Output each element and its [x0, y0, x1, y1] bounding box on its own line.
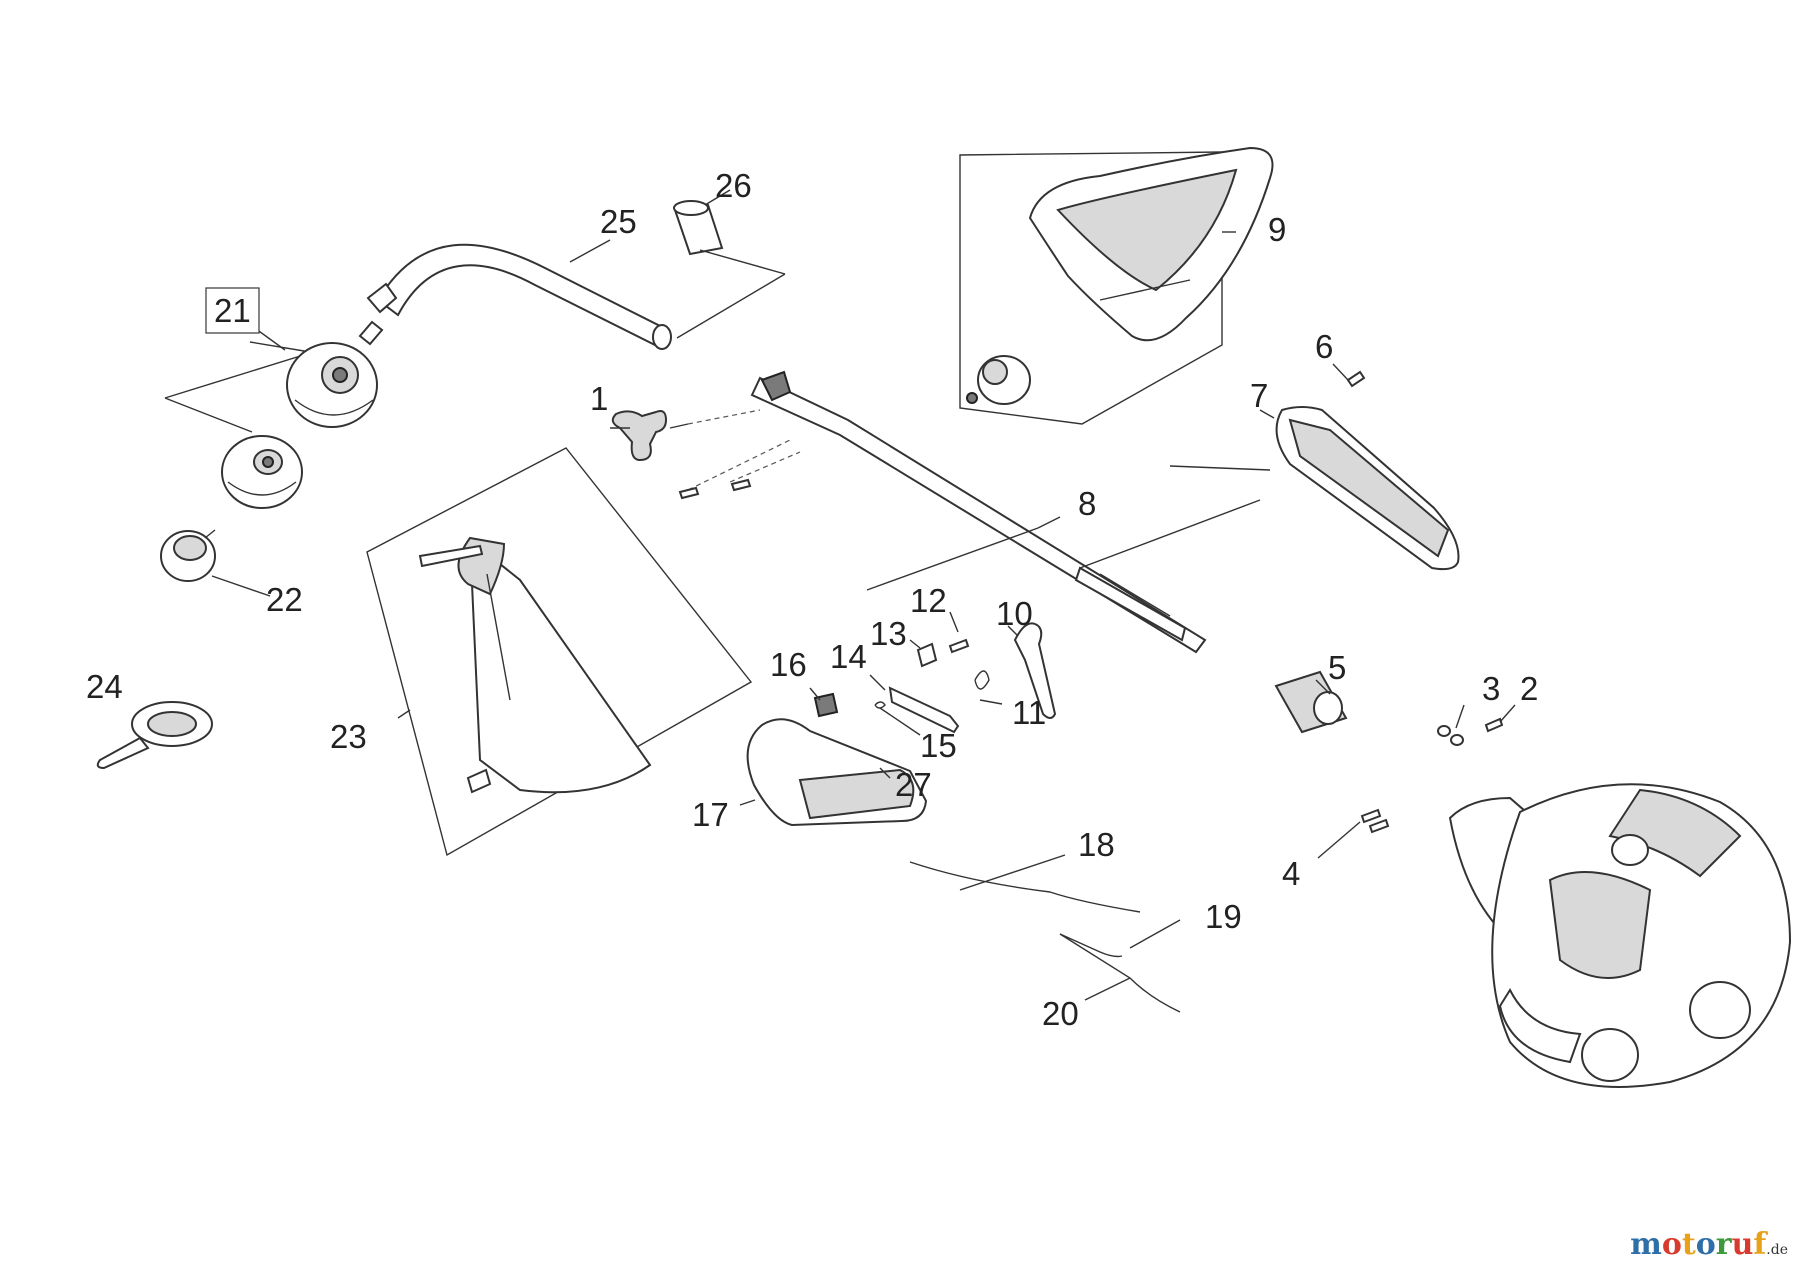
switch-block: [813, 692, 839, 718]
grass-guard: [418, 536, 652, 794]
small-spring-15: [874, 701, 886, 709]
watermark-letter: o: [1661, 1227, 1682, 1262]
part-label-16: 16: [770, 646, 807, 683]
part-label-10: 10: [996, 595, 1033, 632]
loop-handle: [966, 146, 1274, 405]
engine-unit: [1448, 783, 1792, 1088]
spool-tool: [96, 701, 213, 770]
part-label-11: 11: [1012, 694, 1046, 731]
rear-grip: [746, 718, 928, 827]
handle-kit-box-9: [959, 151, 1223, 425]
part-label-9: 9: [1268, 211, 1286, 248]
throttle-cable: [909, 861, 1181, 1013]
part-label-1: 1: [590, 380, 608, 417]
part-label-20: 20: [1042, 995, 1079, 1032]
watermark-letter: u: [1731, 1227, 1754, 1262]
part-label-3: 3: [1482, 670, 1500, 707]
sleeve-part: [673, 200, 724, 256]
watermark-letter: t: [1681, 1227, 1696, 1262]
screw-2: [1484, 717, 1504, 733]
collar-coupler: [1274, 670, 1348, 734]
part-label-23: 23: [330, 718, 367, 755]
part-label-19: 19: [1205, 898, 1242, 935]
throttle-trigger: [1013, 622, 1057, 719]
main-drive-shaft: [750, 370, 1207, 654]
bump-knob: [160, 529, 216, 582]
part-label-27: 27: [895, 766, 932, 803]
part-label-14: 14: [830, 638, 867, 675]
part-label-26: 26: [715, 167, 752, 204]
part-label-5: 5: [1328, 649, 1346, 686]
trigger-spring: [974, 670, 990, 690]
part-label-24: 24: [86, 668, 123, 705]
guard-kit-box-23: [366, 447, 753, 857]
watermark-letter: r: [1715, 1227, 1732, 1262]
part-label-21-box: [205, 287, 260, 334]
trigger-lever: [888, 686, 960, 734]
part-label-2: 2: [1520, 670, 1538, 707]
watermark-letter: o: [1695, 1227, 1716, 1262]
part-label-13: 13: [870, 615, 907, 652]
watermark-letter: f: [1753, 1227, 1767, 1262]
part-label-25: 25: [600, 203, 637, 240]
curved-shaft: [358, 243, 672, 350]
part-label-4: 4: [1282, 855, 1300, 892]
part-labels: 26 25 21 9 6 7 1 8 22 12 10 13 14 16 5 2…: [86, 167, 1538, 1032]
watermark-text: motoruf: [1630, 1227, 1766, 1262]
wing-knob: [611, 409, 801, 500]
screws-4: [1360, 808, 1390, 834]
part-label-6: 6: [1315, 328, 1333, 365]
part-label-18: 18: [1078, 826, 1115, 863]
spool-inner: [221, 435, 303, 509]
part-label-8: 8: [1078, 485, 1096, 522]
part-label-17: 17: [692, 796, 729, 833]
watermark-suffix: .de: [1766, 1242, 1788, 1258]
washer-3: [1437, 725, 1464, 746]
motoruf-watermark: motoruf.de: [1630, 1227, 1788, 1262]
part-label-12: 12: [910, 582, 947, 619]
upper-handle-housing: [1275, 406, 1460, 571]
part-label-15: 15: [920, 727, 957, 764]
watermark-letter: m: [1630, 1227, 1662, 1262]
spool-head: [286, 342, 378, 428]
part-label-21: 21: [214, 292, 251, 329]
pin-12: [948, 638, 970, 654]
part-label-7: 7: [1250, 377, 1268, 414]
leader-lines: [211, 189, 1516, 1001]
part-label-22: 22: [266, 581, 303, 618]
screw-6: [1346, 370, 1366, 388]
lock-button: [916, 642, 938, 668]
